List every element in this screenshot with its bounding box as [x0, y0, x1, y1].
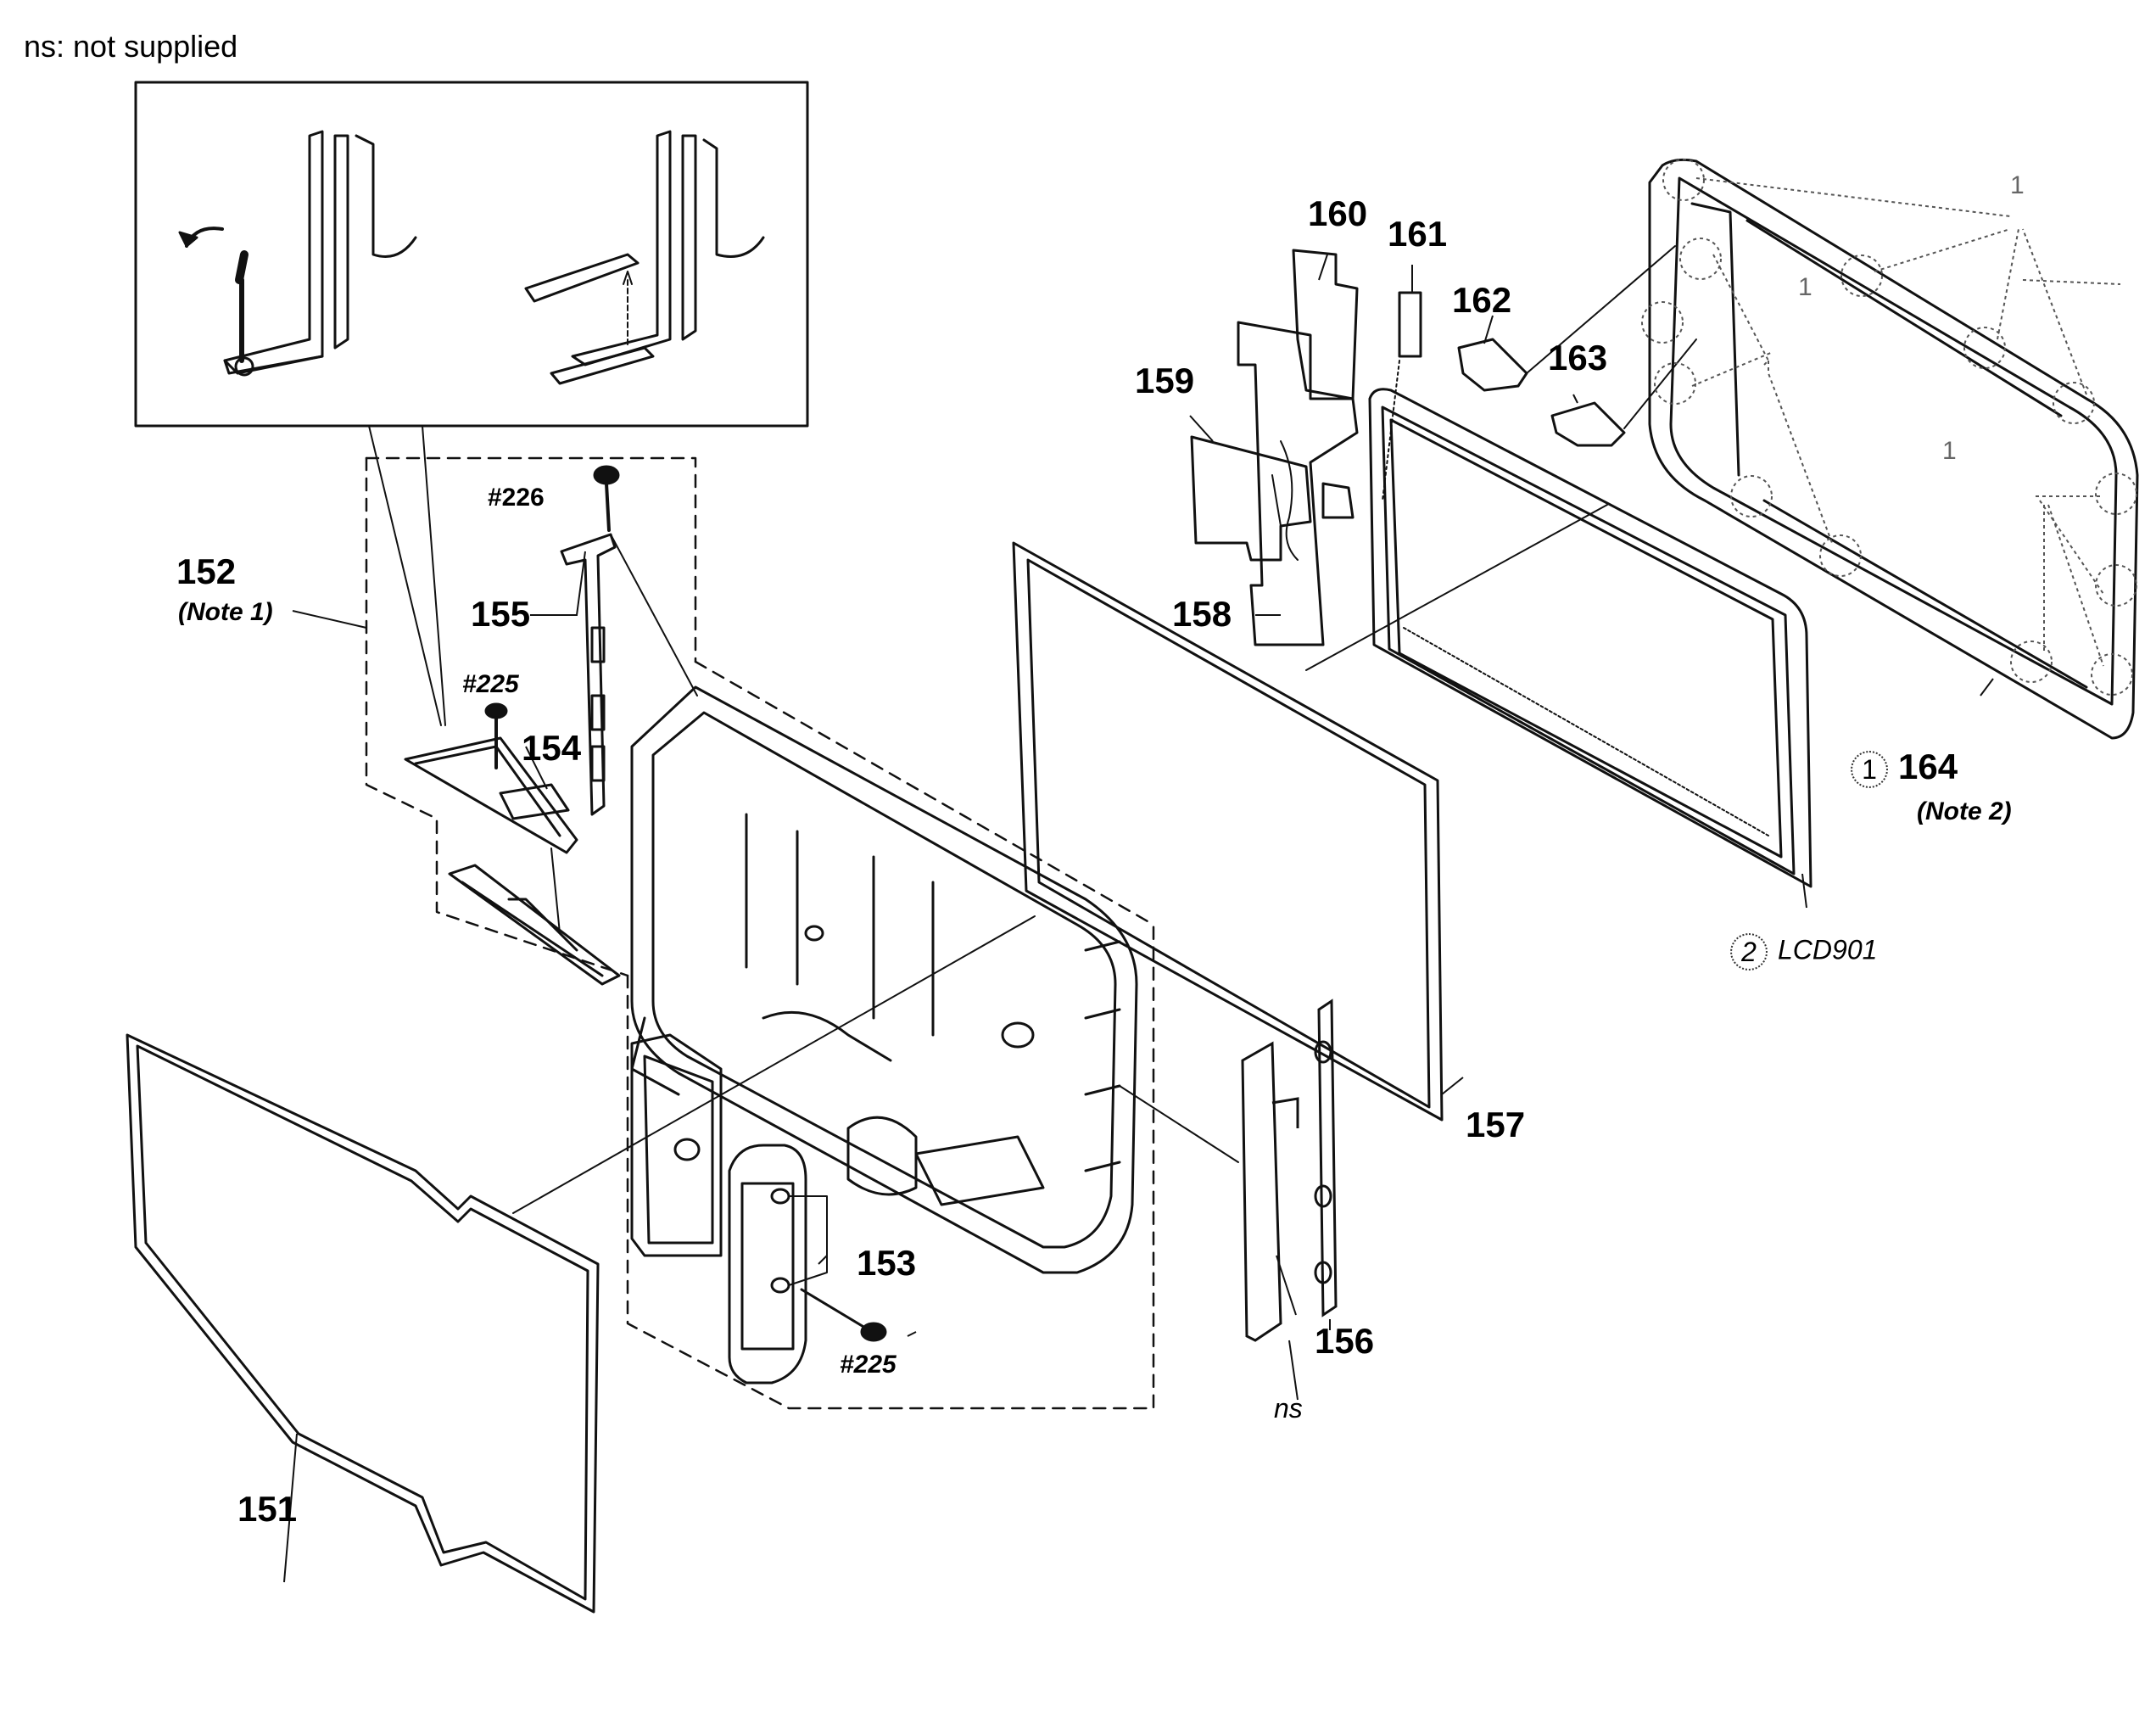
- claw-mark-2: 1: [1798, 273, 1812, 301]
- screw-label-225-bottom: #225: [840, 1351, 896, 1379]
- part-152-bracket: [448, 848, 621, 986]
- callout-159: 159: [1135, 361, 1195, 400]
- side-panel-left: [630, 1033, 723, 1257]
- callout-161: 161: [1388, 214, 1448, 254]
- screw-226-shape: [593, 465, 620, 532]
- part-157-frame: [1012, 541, 1444, 1122]
- callout-158: 158: [1172, 594, 1232, 634]
- callout-153: 153: [857, 1243, 917, 1283]
- main-frame: [630, 685, 1138, 1274]
- legend-text: ns: not supplied: [24, 29, 238, 64]
- part-160-shape: [1292, 249, 1359, 400]
- part-163-shape: [1550, 338, 1697, 447]
- screw-225-bottom-shape: [800, 1288, 887, 1342]
- part-161-shape: [1382, 291, 1422, 501]
- part-158-shape: [1237, 321, 1359, 646]
- callout-164-note: (Note 2): [1917, 797, 2012, 825]
- callout-151: 151: [237, 1489, 298, 1529]
- part-159-shape: [1190, 435, 1312, 562]
- callout-155: 155: [471, 594, 531, 634]
- callout-154: 154: [522, 728, 582, 768]
- screw-225-shape: [484, 702, 508, 769]
- callout-lcd901: 2 LCD901: [1730, 933, 1877, 971]
- callout-163: 163: [1548, 338, 1608, 378]
- screw-label-225-top: #225: [462, 670, 519, 698]
- callout-lcd901-text: LCD901: [1778, 934, 1878, 965]
- callout-160: 160: [1308, 193, 1368, 233]
- detail-inset: [134, 81, 809, 428]
- part-164-cover: [1648, 158, 2139, 740]
- callout-152-note: (Note 1): [178, 598, 273, 626]
- order-mark-2: 2: [1730, 933, 1768, 971]
- callout-ns: ns: [1274, 1393, 1303, 1424]
- callout-157: 157: [1466, 1105, 1526, 1144]
- part-151-gasket: [126, 1033, 600, 1614]
- callout-164-number: 164: [1898, 747, 1958, 786]
- claw-mark-1: 1: [2010, 171, 2025, 199]
- screw-label-226: #226: [488, 484, 545, 512]
- claw-mark-3: 1: [1942, 437, 1957, 465]
- part-155-shape: [560, 533, 698, 816]
- group-152-outline: [365, 456, 1155, 1410]
- order-mark-1: 1: [1851, 750, 1888, 788]
- callout-162: 162: [1452, 280, 1512, 320]
- leader-lines: [283, 254, 1994, 1583]
- callout-164: 1 164: [1851, 747, 1958, 788]
- callout-156: 156: [1315, 1321, 1375, 1361]
- part-153-shape: [728, 1144, 828, 1385]
- lcd-panel: [1368, 388, 1812, 888]
- callout-152: 152: [176, 551, 237, 591]
- claw-markers: [1641, 159, 2137, 696]
- part-156-shape: [1241, 999, 1338, 1342]
